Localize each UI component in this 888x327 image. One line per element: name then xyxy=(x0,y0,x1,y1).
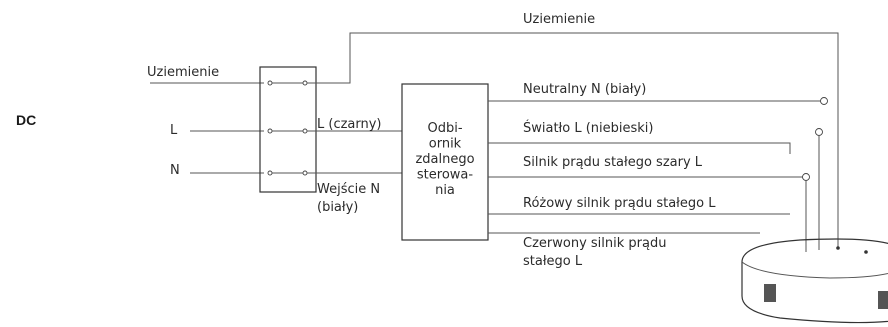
receiver-label-line: ornik xyxy=(429,137,462,152)
housing-slot xyxy=(764,284,776,302)
output-light-label: Światło L (niebieski) xyxy=(523,120,653,136)
live-black-label: L (czarny) xyxy=(317,117,382,132)
neutral-white-terminal xyxy=(820,97,828,105)
terminal-dot xyxy=(302,128,308,134)
terminal-dot xyxy=(267,80,273,86)
input-ground-label: Uziemienie xyxy=(147,65,219,80)
terminal-dot xyxy=(302,80,308,86)
output-ground-label: Uziemienie xyxy=(523,12,595,27)
motor-grey-terminal xyxy=(802,173,810,181)
receiver-label-line: zdalnego xyxy=(415,152,474,167)
neutral-input-label-1: Wejście N xyxy=(317,182,380,197)
output-motor-red-label-2: stałego L xyxy=(523,254,583,269)
receiver-label-line: nia xyxy=(435,183,455,198)
input-neutral-label: N xyxy=(170,163,180,178)
remote-receiver-box xyxy=(401,83,489,241)
neutral-input-label-2: (biały) xyxy=(317,200,358,215)
switch-block xyxy=(259,66,317,193)
receiver-label-line: sterowa- xyxy=(417,168,473,183)
terminal-dot xyxy=(267,170,273,176)
ground-wire xyxy=(307,32,839,248)
output-motor-red-label-1: Czerwony silnik prądu xyxy=(523,236,666,251)
output-motor-pink-label: Różowy silnik prądu stałego L xyxy=(523,196,716,211)
output-neutral-label: Neutralny N (biały) xyxy=(523,82,646,97)
housing-slot xyxy=(878,291,888,309)
housing-screw xyxy=(864,250,868,254)
output-motor-grey-label: Silnik prądu stałego szary L xyxy=(523,155,703,170)
input-live-label: L xyxy=(170,123,178,138)
terminal-dot xyxy=(267,128,273,134)
light-blue-terminal xyxy=(815,128,823,136)
housing-screw xyxy=(836,246,840,250)
receiver-label-line: Odbi- xyxy=(427,121,462,136)
terminal-dot xyxy=(302,170,308,176)
dc-label: DC xyxy=(16,112,36,128)
fan-housing-icon xyxy=(741,238,888,324)
light-blue-wire-stub xyxy=(488,142,791,154)
